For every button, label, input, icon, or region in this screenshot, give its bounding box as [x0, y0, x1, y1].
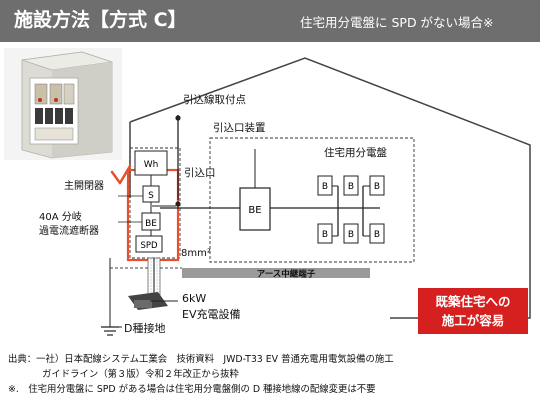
- be-main-box: [239, 187, 271, 231]
- callout-line-1: 既築住宅への: [435, 294, 510, 309]
- ground-label: D種接地: [124, 321, 165, 335]
- branch-breaker: B: [343, 175, 359, 196]
- service-entrance-label: 引込口: [184, 166, 216, 179]
- wire-size-label: 8mm²: [181, 248, 211, 259]
- service-entry-device-label: 引込口装置: [213, 121, 266, 134]
- service-drop-point-label: 引込線取付点: [183, 93, 246, 106]
- home-panel-label: 住宅用分電盤: [324, 146, 387, 159]
- check-mark-icon: [110, 164, 132, 185]
- callout-box: [418, 288, 528, 334]
- earth-terminal-label: アース中継端子: [257, 269, 316, 280]
- branch-breaker: B: [343, 223, 359, 244]
- be-small-label: BE: [145, 219, 157, 229]
- source-citation-line-1: 出典：一社）日本配線システム工業会 技術資料 JWD-T33 EV 普通充電用電…: [8, 354, 394, 365]
- wiring-diagram: Wh S BE SPD BE B B B B B B: [4, 48, 531, 336]
- branch-breaker: B: [369, 223, 385, 244]
- spd-label: SPD: [140, 241, 158, 251]
- ev-equipment-label: EV充電設備: [182, 307, 240, 321]
- svg-text:B: B: [348, 230, 354, 240]
- be-main-label: BE: [248, 205, 261, 216]
- spd-box: [135, 235, 163, 253]
- svg-text:B: B: [322, 182, 328, 192]
- callout-line-2: 施工が容易: [442, 313, 505, 328]
- home-panel-enclosure: [209, 137, 415, 263]
- service-drop-point: [175, 115, 181, 121]
- branch-breaker: B: [317, 223, 333, 244]
- wh-label: Wh: [144, 160, 159, 170]
- footnote: ※. 住宅用分電盤に SPD がある場合は住宅用分電盤側の D 種接地線の配線変…: [8, 384, 376, 395]
- branch-breaker-label-1: 40A 分岐: [39, 210, 82, 223]
- svg-text:B: B: [374, 182, 380, 192]
- main-breaker-label: 主開閉器: [64, 180, 104, 192]
- ev-power-label: 6kW: [182, 292, 206, 305]
- cabinet-photo: [4, 48, 122, 160]
- source-citation-line-2: ガイドライン（第３版）令和２年改正から抜粋: [42, 369, 239, 380]
- page-subtitle: 住宅用分電盤に SPD がない場合※: [300, 15, 494, 30]
- ground-symbol-icon: [101, 326, 119, 336]
- footer-notes: 出典：一社）日本配線システム工業会 技術資料 JWD-T33 EV 普通充電用電…: [8, 352, 534, 397]
- s-label: S: [148, 191, 154, 201]
- page-title: 施設方法【方式 C】: [14, 9, 187, 31]
- branch-breaker: B: [369, 175, 385, 196]
- service-entrance-point: [175, 201, 181, 207]
- earth-terminal-bar: [182, 268, 370, 278]
- branch-breaker: B: [317, 175, 333, 196]
- svg-text:B: B: [322, 230, 328, 240]
- svg-text:B: B: [348, 182, 354, 192]
- header-bar: 施設方法【方式 C】 住宅用分電盤に SPD がない場合※: [0, 0, 540, 42]
- branch-breaker-label-2: 過電流遮断器: [39, 224, 99, 237]
- svg-text:B: B: [374, 230, 380, 240]
